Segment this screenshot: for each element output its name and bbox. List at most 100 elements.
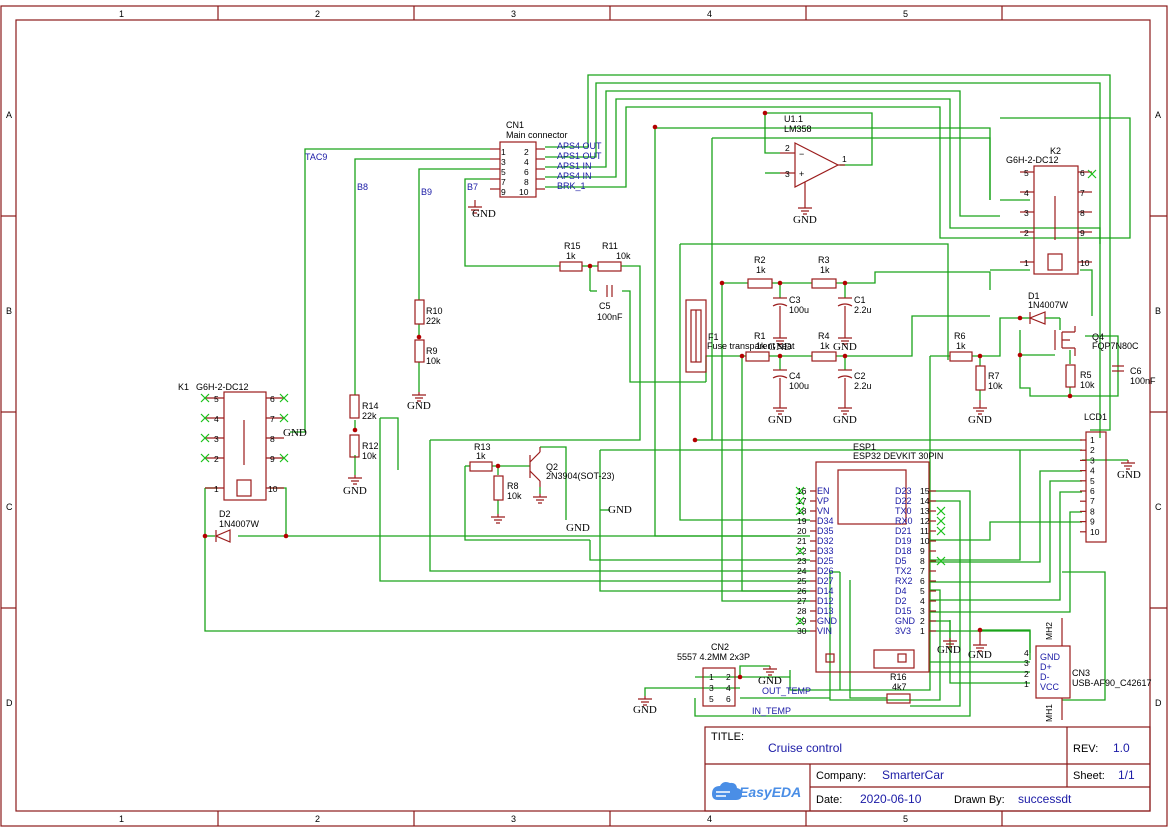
resistor-r8: R8 10k (493, 475, 522, 501)
esp32-pin-name-en: EN (817, 486, 830, 496)
esp32-pin-number-24: 24 (797, 566, 807, 576)
d2-ref: D2 (219, 509, 231, 519)
gnd-label-c1: GND (833, 341, 857, 353)
col-label-1-bottom: 1 (119, 814, 124, 824)
u1-pin-2: 2 (785, 143, 790, 153)
cn1-value: Main connector (506, 130, 568, 140)
capacitor-c1: C1 2.2u (837, 295, 872, 323)
cn1-pin-9: 9 (501, 187, 506, 197)
usb-connector-cn3: CN3 USB-AF90_C42617 4 3 2 1 GND D+ D- VC… (1024, 618, 1152, 722)
esp32-pin-name-d32: D32 (817, 536, 834, 546)
k2-pin-3: 3 (1024, 208, 1029, 218)
esp32-pin-number-4: 4 (920, 596, 925, 606)
resistor-r6: R6 1k (949, 331, 973, 362)
esp32-pin-name-vin: VIN (817, 626, 832, 636)
esp32-pin-number-27: 27 (797, 596, 807, 606)
lcd1-pin-number-5: 5 (1090, 476, 1095, 486)
cn1-signal-aps4-out: APS4 OUT (557, 141, 602, 151)
net-label-out-temp: OUT_TEMP (762, 686, 811, 696)
r1-ref: R1 (754, 331, 766, 341)
esp32-pin-name-d26: D26 (817, 566, 834, 576)
esp32-pin-number-26: 26 (797, 586, 807, 596)
lcd1-pin-number-10: 10 (1090, 527, 1100, 537)
u1-value: LM358 (784, 124, 812, 134)
esp32-pin-number-21: 21 (797, 536, 807, 546)
esp32-pin-name-rx0: RX0 (895, 516, 913, 526)
no-connect-mark (936, 556, 946, 566)
c3-ref: C3 (789, 295, 801, 305)
r10-ref: R10 (426, 306, 443, 316)
q2-value: 2N3904(SOT-23) (546, 471, 615, 481)
cn1-pin-4: 4 (524, 157, 529, 167)
lcd1-pin-number-7: 7 (1090, 496, 1095, 506)
esp32-pin-name-tx2: TX2 (895, 566, 912, 576)
c5-ref: C5 (599, 301, 611, 311)
r14-value: 22k (362, 411, 377, 421)
resistor-r10: R10 22k (414, 299, 443, 326)
no-connect-mark (795, 616, 805, 626)
r3-value: 1k (820, 265, 830, 275)
c5-value: 100nF (597, 312, 623, 322)
k1-value: G6H-2-DC12 (196, 382, 249, 392)
gnd-label-cn1: GND (472, 208, 496, 220)
col-label-5-bottom: 5 (903, 814, 908, 824)
c2-ref: C2 (854, 371, 866, 381)
esp32-pin-name-d23: D23 (895, 486, 912, 496)
esp32-pin-number-30: 30 (797, 626, 807, 636)
cn1-pin-8: 8 (524, 177, 529, 187)
r15-ref: R15 (564, 241, 581, 251)
relay-k1: K1 G6H-2-DC12 5 4 3 2 1 6 7 8 9 10 (178, 382, 289, 501)
opamp-u1: U1.1 LM358 2 3 1 − + (780, 114, 847, 190)
esp32-pin-number-18: 18 (797, 506, 807, 516)
resistor-r13: R13 1k (469, 442, 493, 472)
gnd-label-esp-left: GND (608, 504, 632, 516)
cn1-pin-1: 1 (501, 147, 506, 157)
c2-value: 2.2u (854, 381, 872, 391)
k1-ref: K1 (178, 382, 189, 392)
rev-label: REV: (1073, 743, 1098, 755)
esp32-pin-number-5: 5 (920, 586, 925, 596)
esp32-pin-name-d33: D33 (817, 546, 834, 556)
company-label: Company: (816, 770, 866, 782)
k2-pin-10: 10 (1080, 258, 1090, 268)
gnd-label-q2: GND (566, 522, 590, 534)
cn3-mh2: MH2 (1044, 622, 1054, 640)
resistor-r5: R5 10k (1065, 364, 1095, 390)
esp32-pin-number-15: 15 (920, 486, 930, 496)
k2-pin-4: 4 (1024, 188, 1029, 198)
date-label: Date: (816, 794, 842, 806)
esp32-pin-number-12: 12 (920, 516, 930, 526)
gnd-label-esp-gnd: GND (937, 644, 961, 656)
esp32-pin-name-d14: D14 (817, 586, 834, 596)
col-label-2: 2 (315, 9, 320, 19)
diode-d2: D2 1N4007W (214, 509, 260, 543)
r6-ref: R6 (954, 331, 966, 341)
esp32-pin-number-22: 22 (797, 546, 807, 556)
esp32-pin-name-d15: D15 (895, 606, 912, 616)
capacitor-c5: C5 100nF (597, 285, 623, 322)
esp32-pin-number-28: 28 (797, 606, 807, 616)
esp32-pin-number-29: 29 (797, 616, 807, 626)
drawing-frame (0, 5, 1168, 827)
lcd1-pin-number-9: 9 (1090, 517, 1095, 527)
r4-ref: R4 (818, 331, 830, 341)
k1-pin-10: 10 (268, 484, 278, 494)
r12-ref: R12 (362, 441, 379, 451)
k1-pin-8: 8 (270, 434, 275, 444)
c3-value: 100u (789, 305, 809, 315)
k1-pin-6: 6 (270, 394, 275, 404)
r1-value: 1k (756, 341, 766, 351)
no-connect-mark (795, 546, 805, 556)
col-label-3-bottom: 3 (511, 814, 516, 824)
cn3-signal-vcc: VCC (1040, 682, 1060, 692)
resistor-r2: R2 1k (747, 255, 773, 289)
col-label-4-bottom: 4 (707, 814, 712, 824)
esp32-pin-number-7: 7 (920, 566, 925, 576)
cn1-pin-7: 7 (501, 177, 506, 187)
diode-d1: D1 1N4007W (1028, 291, 1069, 325)
esp32-pin-number-25: 25 (797, 576, 807, 586)
cn1-signal-aps1-in: APS1 IN (557, 161, 592, 171)
